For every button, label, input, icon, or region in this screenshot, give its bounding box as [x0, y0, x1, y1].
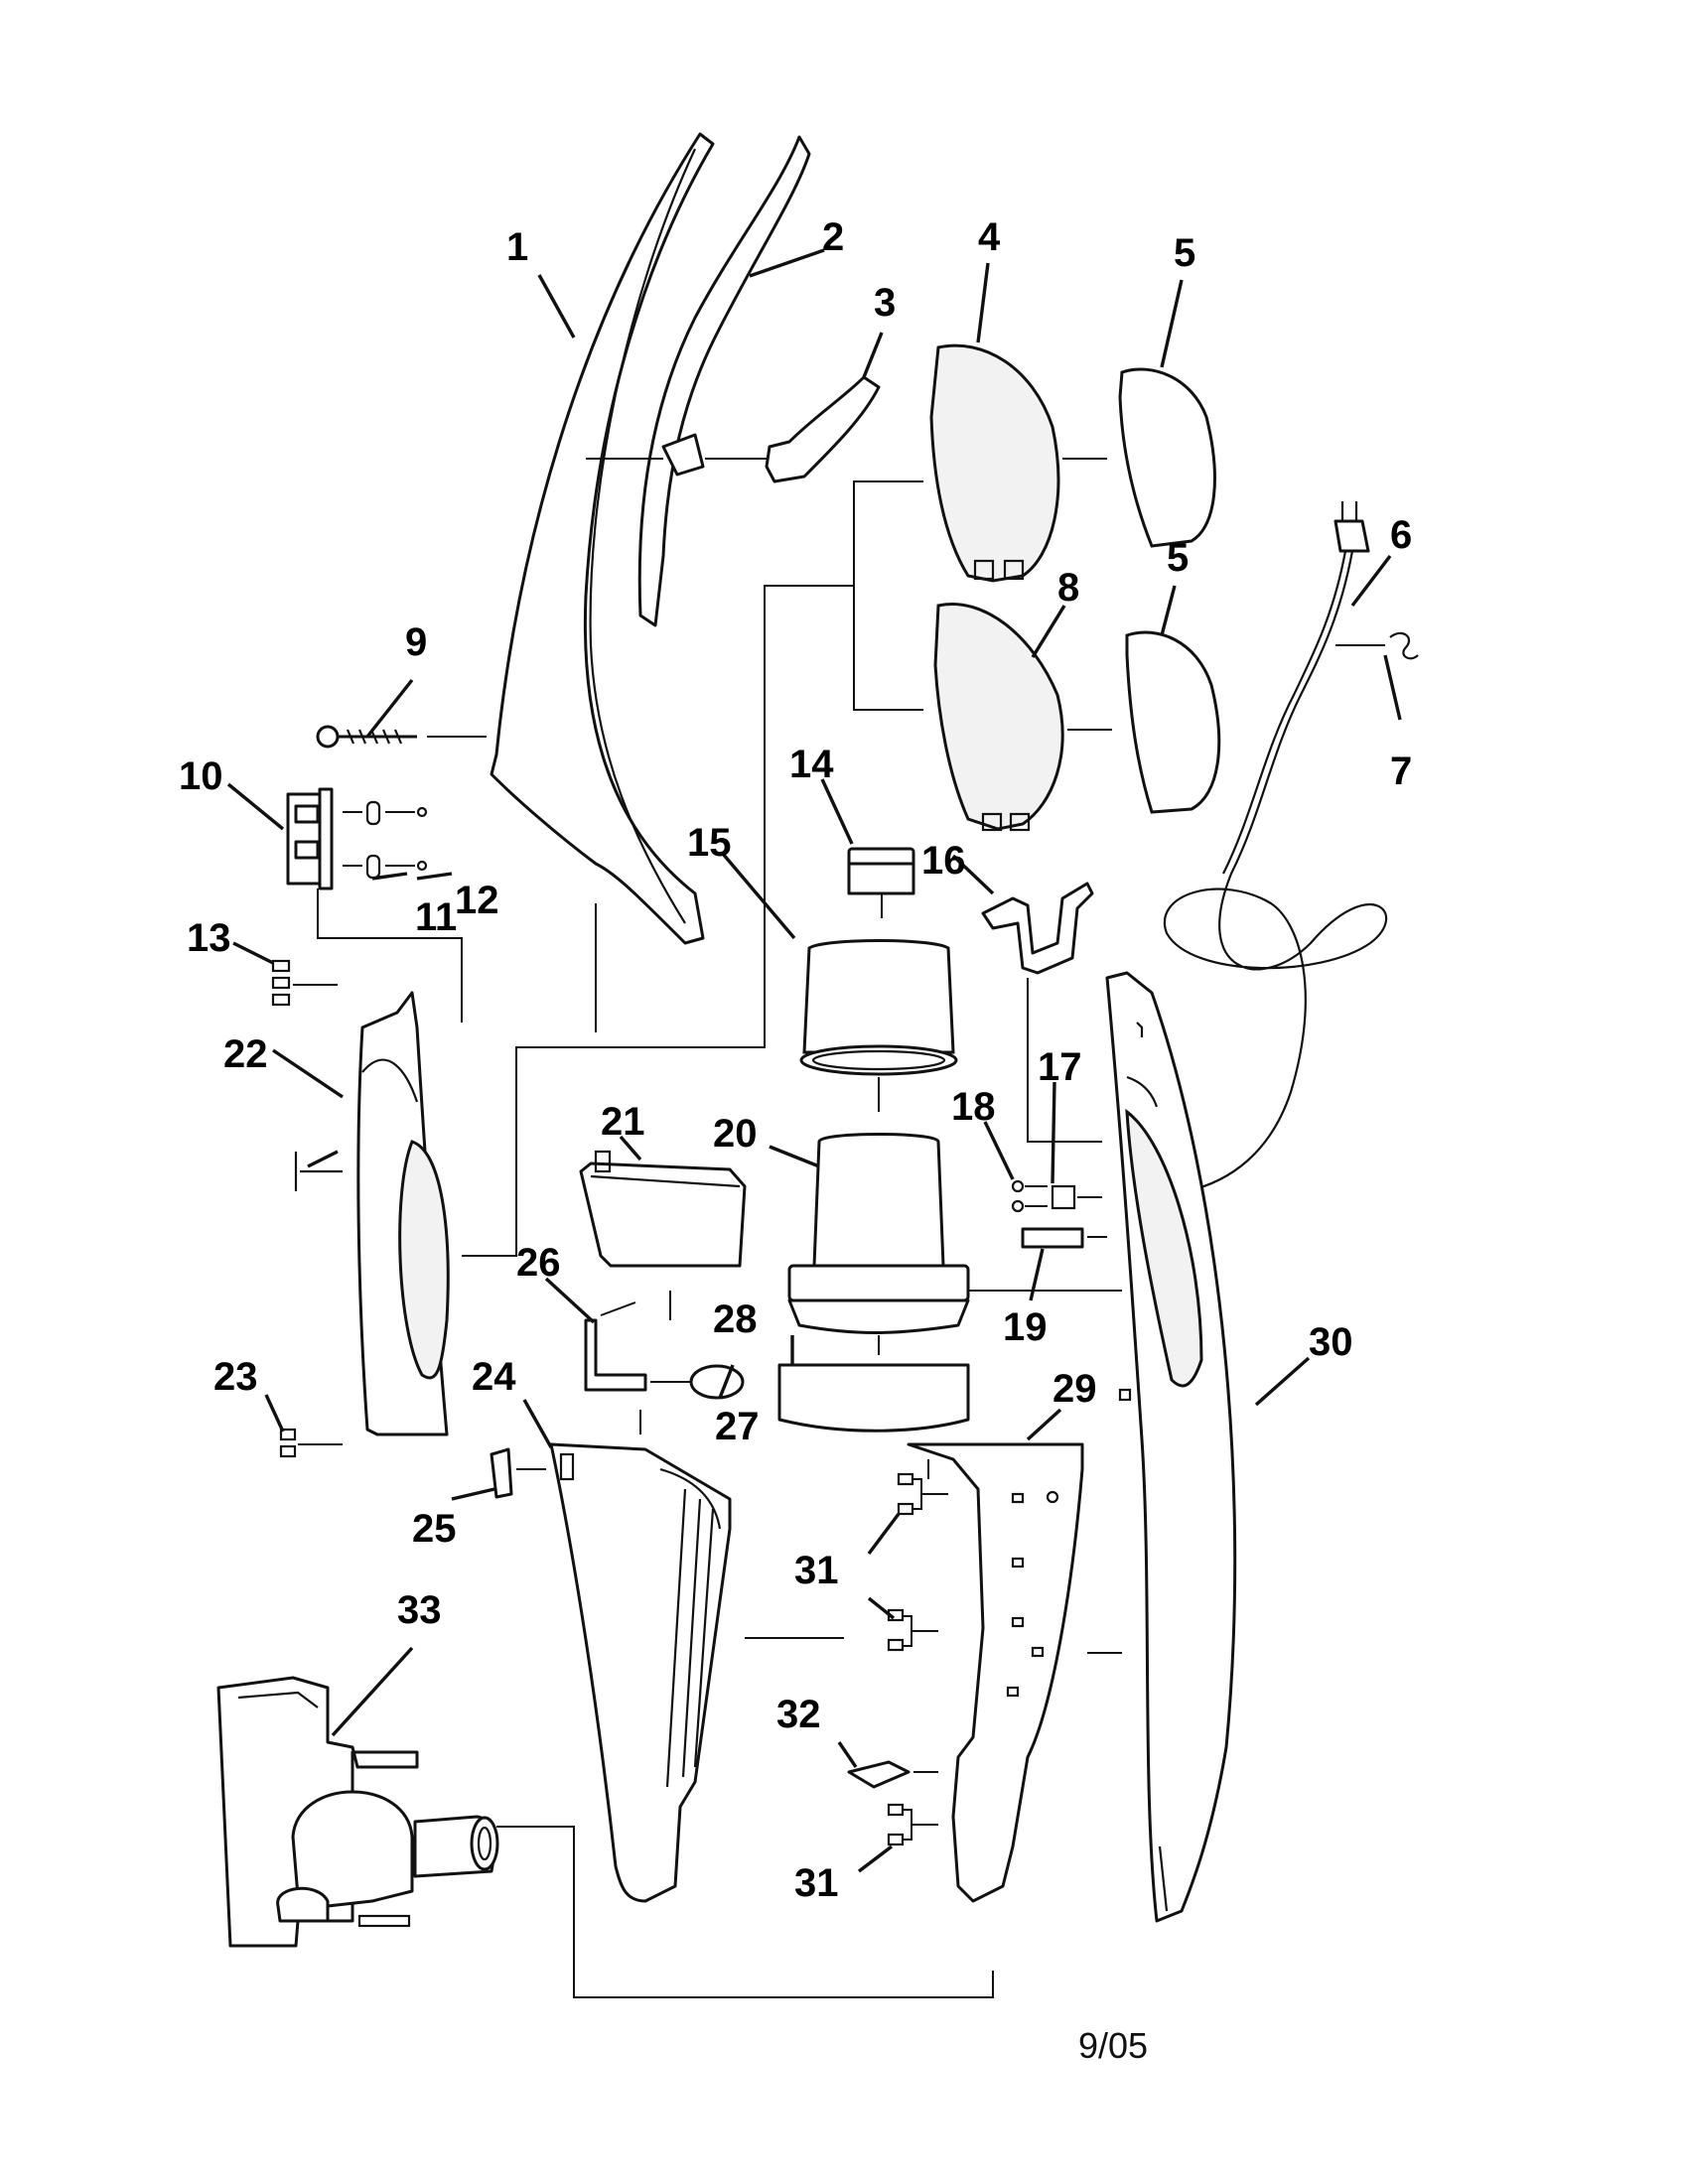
callout-21: 21 — [601, 1100, 645, 1144]
part-25-clip — [490, 1447, 546, 1499]
part-32-release-button — [847, 1760, 938, 1789]
part-4-filter-grille — [929, 343, 1060, 583]
callout-5a: 5 — [1174, 231, 1195, 275]
filter-bracket-connector — [853, 480, 923, 711]
part-8-filter-grille — [933, 603, 1064, 832]
part-3-switch — [765, 375, 881, 483]
callout-30: 30 — [1309, 1320, 1353, 1364]
callout-14: 14 — [789, 743, 834, 786]
part-23-screws — [279, 1428, 343, 1458]
part-5-mesh-filter-lower — [1125, 630, 1221, 814]
callout-27: 27 — [715, 1405, 760, 1448]
part-15-cylinder-filter — [799, 939, 958, 1112]
date-code: 9/05 — [1078, 2025, 1149, 2066]
part-16-bracket — [981, 882, 1102, 1143]
callout-33: 33 — [397, 1588, 442, 1632]
part-28-motor-base — [639, 1363, 970, 1434]
part-2-handle-cover — [586, 135, 811, 627]
part-33-floor-nozzle — [216, 1676, 499, 1948]
leader-lines — [226, 248, 1402, 1873]
callout-19: 19 — [1003, 1305, 1048, 1349]
part-7-cord-clip — [1335, 631, 1419, 660]
callout-22: 22 — [223, 1032, 268, 1076]
body-to-fan-connector — [462, 585, 854, 1257]
nozzle-to-body-connector — [496, 1826, 994, 1998]
part-1-handle-shell — [490, 132, 715, 1032]
part-31-screws-lower — [887, 1803, 938, 1846]
part-14-filter-cap — [847, 847, 915, 918]
callout-20: 20 — [713, 1112, 758, 1156]
part-11-washers — [343, 800, 381, 880]
part-26-valve — [584, 1301, 647, 1392]
callout-25: 25 — [412, 1507, 457, 1551]
callout-24: 24 — [472, 1355, 516, 1399]
part-6-power-cord — [1163, 501, 1388, 1193]
callout-6: 6 — [1390, 513, 1412, 557]
callout-31b: 31 — [794, 1861, 839, 1905]
part-31-screws-upper — [897, 1472, 948, 1516]
part-5-mesh-filter-upper — [1118, 367, 1216, 548]
callout-12: 12 — [455, 879, 499, 922]
part-21-dust-cup — [579, 1150, 747, 1320]
callout-18: 18 — [951, 1085, 996, 1129]
callout-1: 1 — [506, 225, 528, 269]
callout-29: 29 — [1052, 1367, 1097, 1411]
callout-5b: 5 — [1167, 536, 1189, 580]
callout-23: 23 — [213, 1355, 258, 1399]
callout-11: 11 — [415, 895, 457, 939]
callout-10: 10 — [179, 754, 223, 798]
callout-31a: 31 — [794, 1549, 839, 1592]
callout-13: 13 — [187, 916, 231, 960]
callout-32: 32 — [776, 1693, 821, 1736]
callout-3: 3 — [874, 281, 896, 325]
part-24-front-cover — [549, 1442, 844, 1903]
callout-28: 28 — [713, 1297, 758, 1341]
part-12-screws — [385, 806, 428, 872]
part-31-screws-middle — [887, 1608, 938, 1652]
part-17-latch — [1051, 1184, 1102, 1210]
callout-15: 15 — [687, 821, 732, 865]
callout-4: 4 — [978, 215, 1001, 259]
part-29-rear-body — [907, 1442, 1122, 1903]
part-22-left-body — [294, 991, 450, 1436]
part-9-screw — [316, 725, 487, 749]
callout-17: 17 — [1038, 1045, 1082, 1089]
callout-9: 9 — [405, 620, 427, 664]
part-20-motor — [787, 1133, 1122, 1355]
part-19-slider — [1021, 1227, 1107, 1249]
callout-2: 2 — [822, 215, 844, 259]
part-13-screws — [271, 959, 338, 1007]
callout-8: 8 — [1057, 566, 1079, 610]
part-30-right-body — [1105, 971, 1237, 1923]
callout-26: 26 — [516, 1241, 561, 1285]
part-10-switch-assembly — [286, 787, 463, 1023]
callout-labels: 1 2 3 4 5 5 6 7 8 9 10 11 12 13 14 15 16… — [179, 215, 1412, 1905]
callout-7: 7 — [1390, 750, 1412, 793]
part-18-screws — [1011, 1179, 1048, 1213]
callout-16: 16 — [921, 839, 966, 883]
